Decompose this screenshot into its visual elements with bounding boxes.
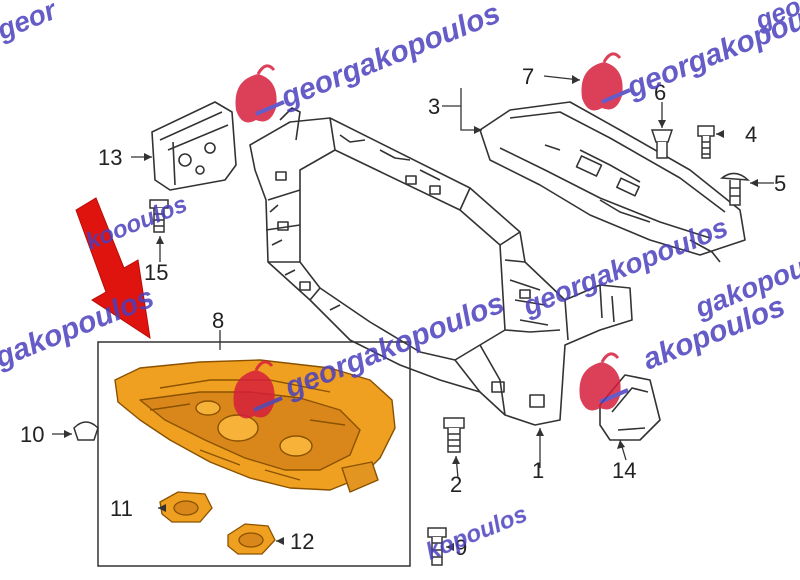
upper-radiator-cover	[479, 101, 746, 263]
part-8-group-box	[97, 341, 411, 567]
leader-arrowheads	[64, 75, 758, 551]
clip-10	[73, 421, 99, 441]
engine-under-cover	[114, 359, 396, 493]
callout-14: 14	[612, 458, 636, 483]
clip-5	[719, 172, 751, 206]
callout-numbers: 1 2 3 4 5 6 7 8 9 10 11 12 13 14 15	[20, 64, 786, 560]
clip-6	[650, 129, 674, 159]
bolt-15	[149, 199, 169, 233]
watermark-text: geor	[0, 0, 62, 46]
callout-5: 5	[774, 171, 786, 196]
callout-4: 4	[745, 122, 757, 147]
callout-10: 10	[20, 422, 44, 447]
callout-9: 9	[455, 535, 467, 560]
callout-2: 2	[450, 472, 462, 497]
callout-15: 15	[144, 260, 168, 285]
watermark-logo-icon	[233, 360, 283, 419]
big-red-arrow	[75, 197, 151, 340]
fasteners	[73, 125, 751, 566]
bolt-2	[443, 417, 465, 453]
callout-13: 13	[98, 145, 122, 170]
watermark-logo-icon	[581, 52, 631, 111]
watermark-text: koooulos	[82, 191, 191, 256]
callout-12: 12	[290, 529, 314, 554]
watermark-text: kopoulos	[422, 501, 531, 566]
radiator-support-frame	[249, 107, 633, 426]
callout-1: 1	[532, 458, 544, 483]
side-bracket-13	[151, 101, 237, 191]
watermark-logo-icon	[235, 64, 285, 123]
side-bracket-14	[599, 374, 661, 441]
small-cover-11	[159, 491, 213, 523]
callout-11: 11	[110, 496, 133, 521]
bolt-4	[697, 125, 715, 159]
callout-3: 3	[428, 94, 440, 119]
watermark-logo-icon	[579, 352, 629, 411]
callout-7: 7	[522, 64, 534, 89]
callout-8: 8	[212, 308, 224, 333]
callout-6: 6	[654, 80, 666, 105]
bolt-9	[427, 527, 447, 566]
watermark-text: georgakopoulos	[275, 0, 505, 115]
small-cover-12	[227, 523, 276, 555]
